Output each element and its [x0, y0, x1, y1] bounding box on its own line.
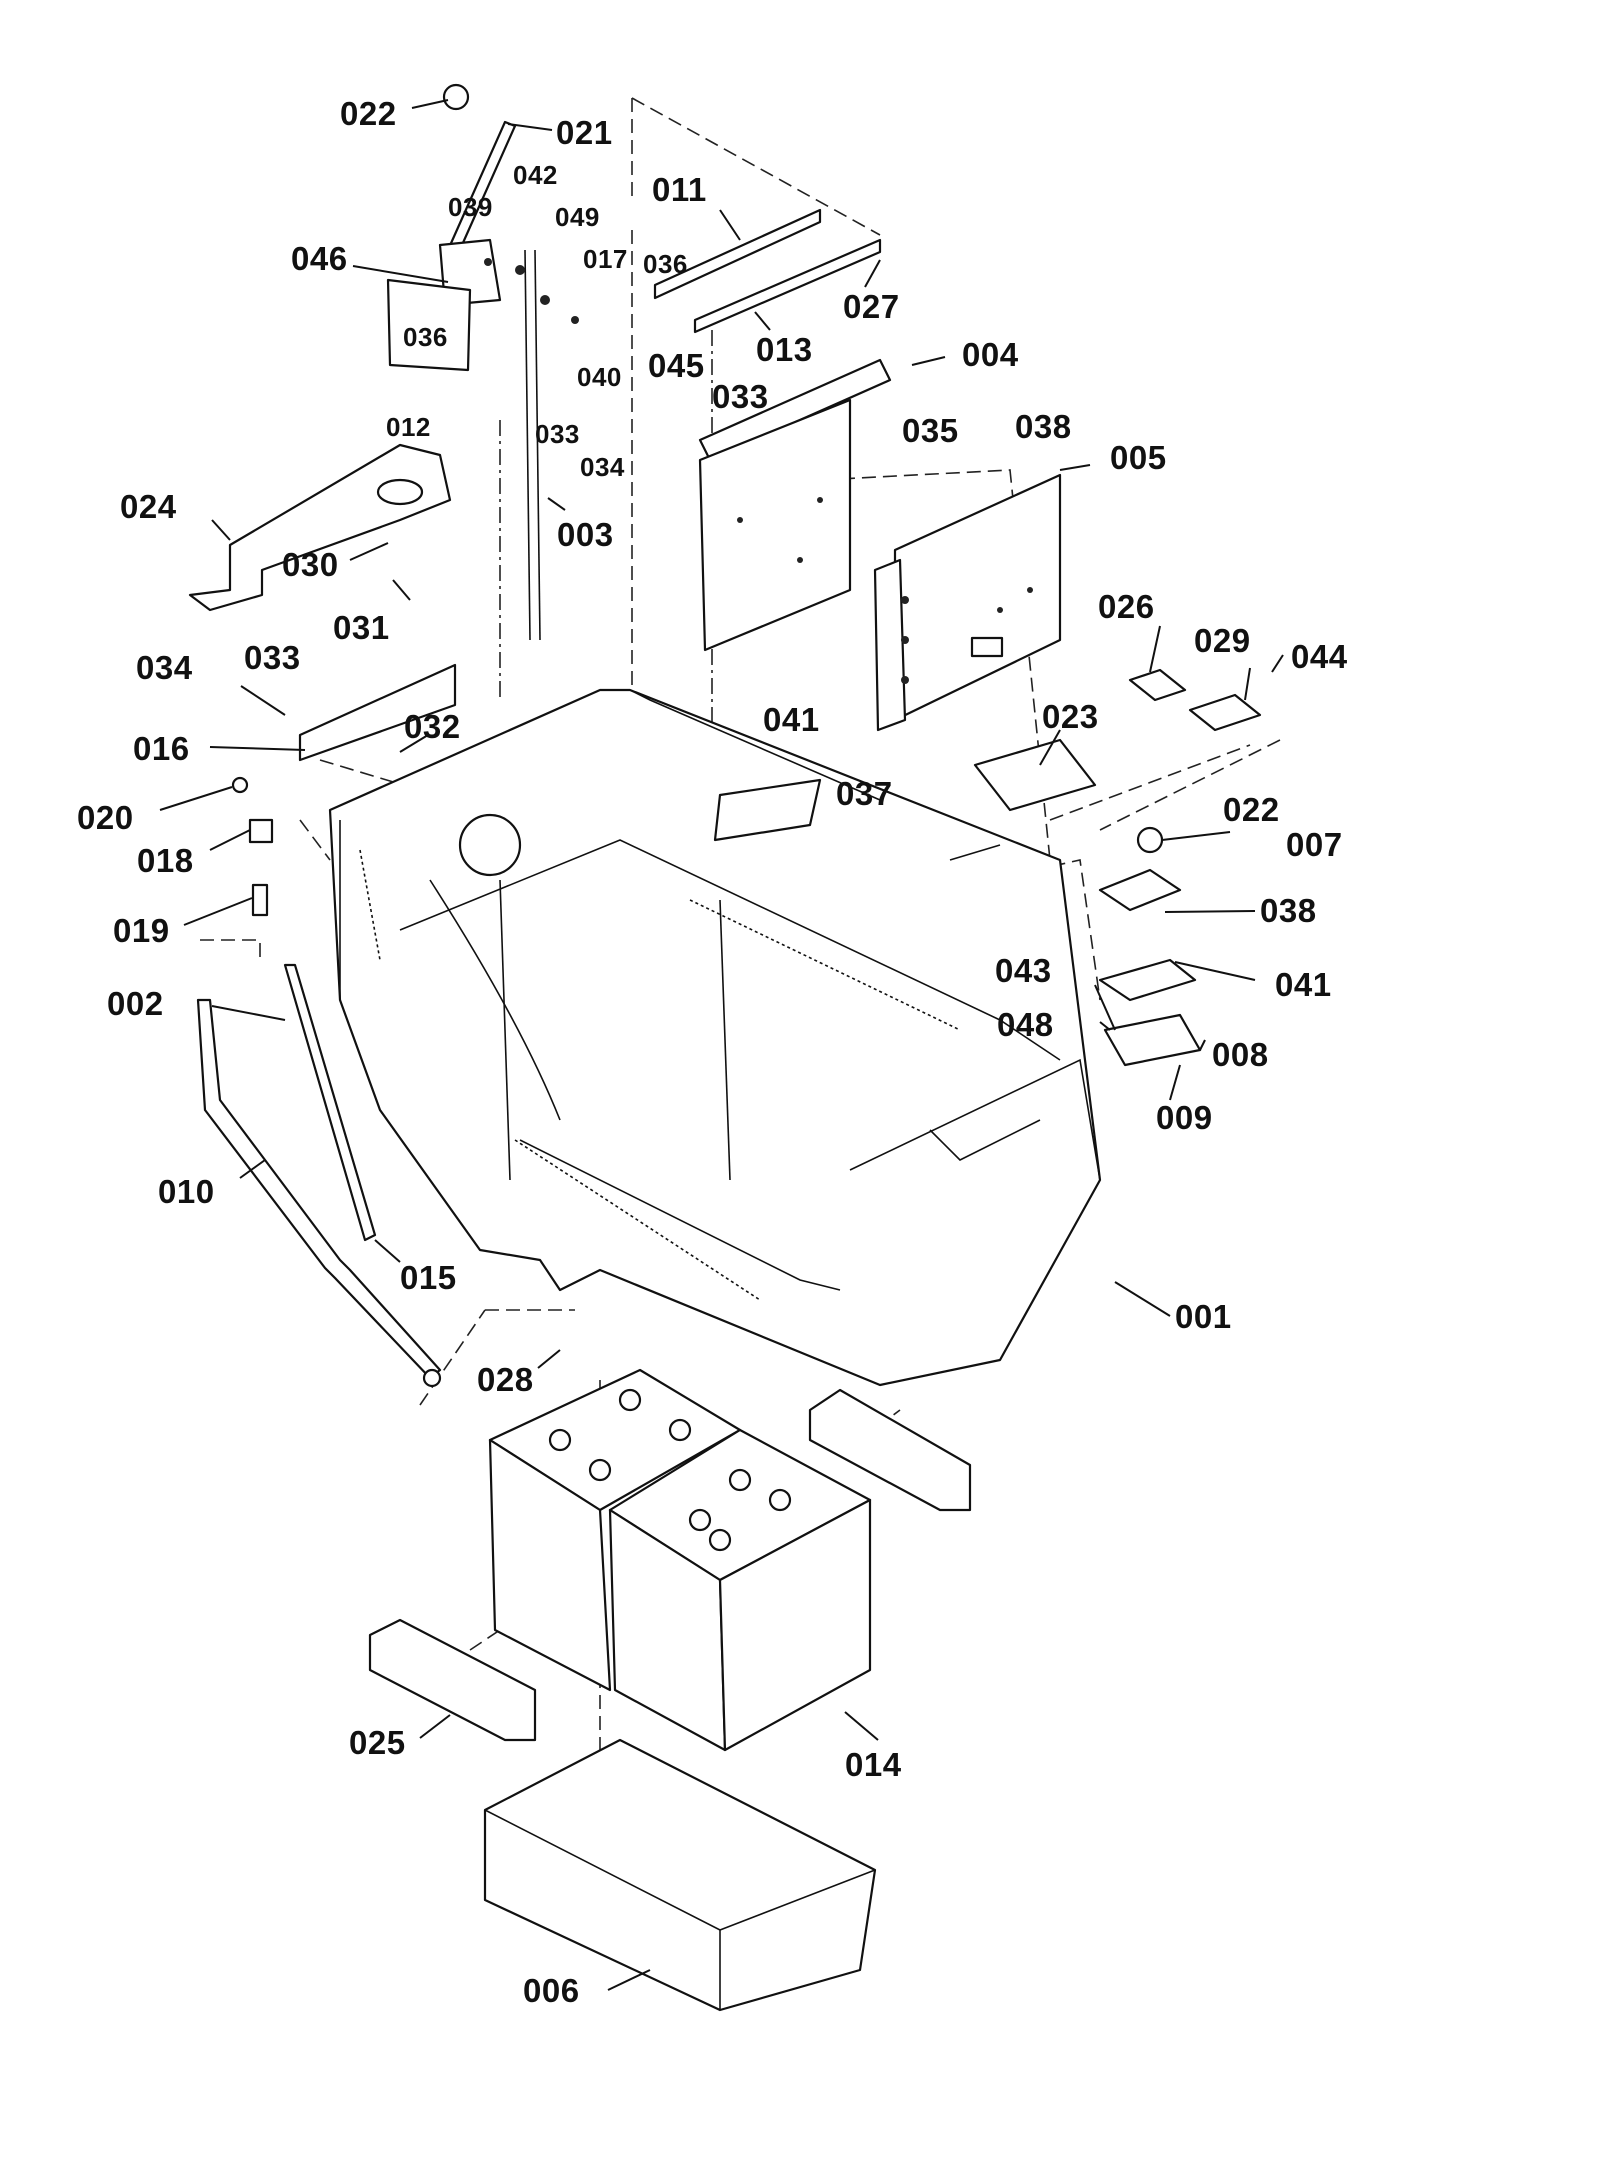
callout-022-right: 022 — [1223, 791, 1280, 828]
callout-046: 046 — [291, 240, 348, 277]
callout-018: 018 — [137, 842, 194, 879]
callout-024: 024 — [120, 488, 177, 525]
callout-013: 013 — [756, 331, 813, 368]
callout-023: 023 — [1042, 698, 1099, 735]
callout-026: 026 — [1098, 588, 1155, 625]
callout-004: 004 — [962, 336, 1019, 373]
callout-022: 022 — [340, 95, 397, 132]
callout-041-right: 041 — [1275, 966, 1332, 1003]
callout-040: 040 — [577, 362, 622, 392]
callout-014: 014 — [845, 1746, 902, 1783]
panel-005 — [873, 473, 1062, 732]
callout-008: 008 — [1212, 1036, 1269, 1073]
leader-lines — [159, 99, 1284, 1991]
callout-032: 032 — [404, 708, 461, 745]
callout-036-left: 036 — [403, 322, 448, 352]
callout-017: 017 — [583, 244, 628, 274]
main-housing — [328, 688, 1102, 1387]
callout-019: 019 — [113, 912, 170, 949]
callout-010: 010 — [158, 1173, 215, 1210]
small-hardware-left — [231, 776, 274, 917]
callout-006: 006 — [523, 1972, 580, 2009]
callout-041: 041 — [763, 701, 820, 738]
callout-029: 029 — [1194, 622, 1251, 659]
callout-002: 002 — [107, 985, 164, 1022]
callout-037: 037 — [836, 775, 893, 812]
callout-027: 027 — [843, 288, 900, 325]
callout-033-panel: 033 — [712, 378, 769, 415]
callout-005: 005 — [1110, 439, 1167, 476]
callout-001: 001 — [1175, 1298, 1232, 1335]
callout-009: 009 — [1156, 1099, 1213, 1136]
callout-011: 011 — [652, 171, 707, 208]
callout-045: 045 — [648, 347, 705, 384]
pipe-010 — [196, 998, 442, 1388]
callout-033-bracket: 033 — [244, 639, 301, 676]
callout-003: 003 — [557, 516, 614, 553]
callout-025: 025 — [349, 1724, 406, 1761]
callout-036: 036 — [643, 249, 688, 279]
handle-024 — [188, 443, 452, 612]
callout-028: 028 — [477, 1361, 534, 1398]
callout-015: 015 — [400, 1259, 457, 1296]
callout-031: 031 — [333, 609, 390, 646]
callout-034-bracket: 034 — [136, 649, 193, 686]
bracket-016 — [298, 663, 457, 762]
callout-049: 049 — [555, 202, 600, 232]
shift-lever-assembly — [386, 83, 579, 641]
callout-007: 007 — [1286, 826, 1343, 863]
spacer-blocks — [368, 1388, 972, 1742]
callout-038: 038 — [1015, 408, 1072, 445]
callout-033: 033 — [535, 419, 580, 449]
callout-044: 044 — [1291, 638, 1348, 675]
callout-043: 043 — [995, 952, 1052, 989]
cable-002 — [283, 963, 377, 1242]
batteries — [488, 1368, 872, 1752]
tray-006 — [483, 1738, 877, 2012]
callout-030: 030 — [282, 546, 339, 583]
callout-020: 020 — [77, 799, 134, 836]
small-hardware-right — [713, 668, 1262, 1067]
callout-021: 021 — [556, 114, 613, 151]
callout-035: 035 — [902, 412, 959, 449]
callout-012: 012 — [386, 412, 431, 442]
panel-004 — [698, 358, 892, 652]
callout-048: 048 — [997, 1006, 1054, 1043]
cover-strips — [653, 208, 882, 334]
callout-039: 039 — [448, 192, 493, 222]
callout-016: 016 — [133, 730, 190, 767]
callout-038-right: 038 — [1260, 892, 1317, 929]
callout-042: 042 — [513, 160, 558, 190]
callout-034: 034 — [580, 452, 625, 482]
